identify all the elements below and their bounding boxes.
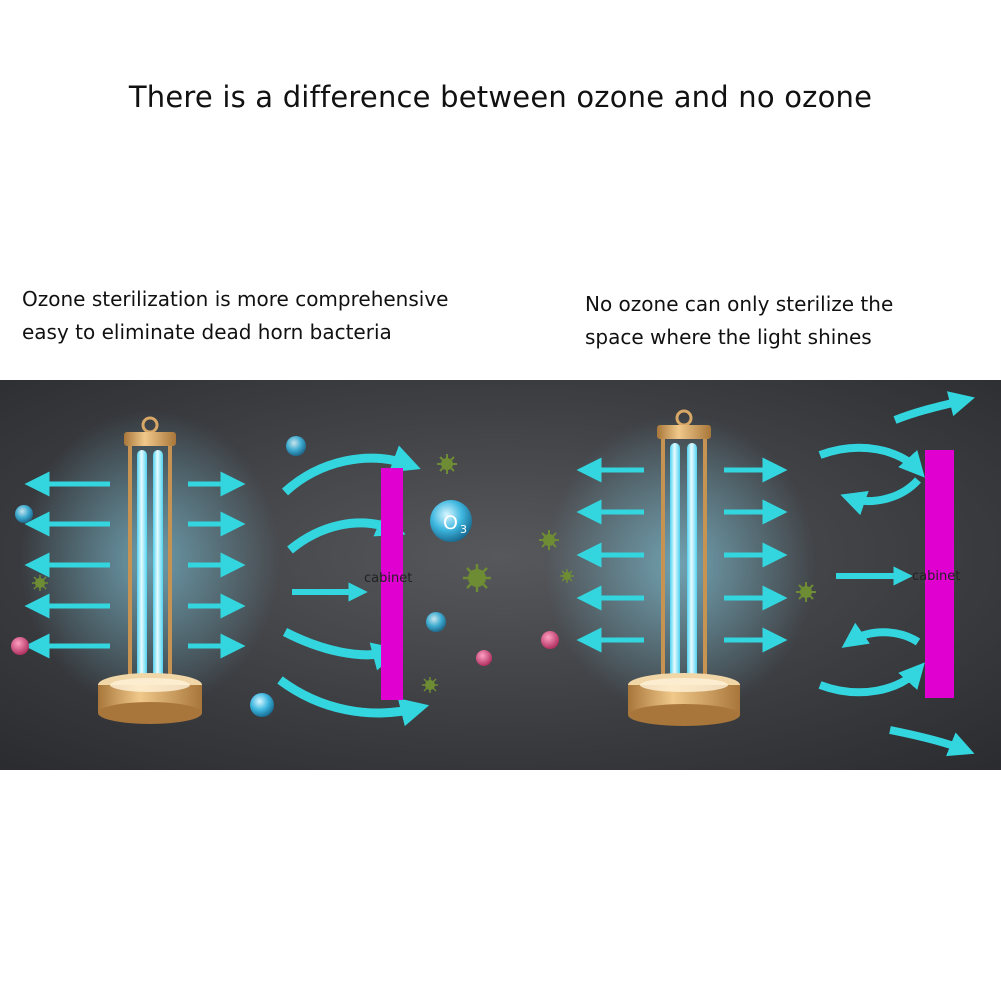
illustration: cabinet O 3 <box>0 380 1001 770</box>
left-ozone-flow-arrows <box>277 445 430 727</box>
left-caption-line-2: easy to eliminate dead horn bacteria <box>22 320 392 344</box>
pink-bacteria-icon <box>476 650 492 666</box>
headline: There is a difference between ozone and … <box>128 80 873 114</box>
ozone-molecule <box>286 436 306 456</box>
ozone-molecule <box>15 505 33 523</box>
left-lamp-glow <box>20 410 280 710</box>
left-cabinet <box>381 468 403 700</box>
right-cabinet <box>925 450 954 698</box>
right-cabinet-label: cabinet <box>912 569 960 584</box>
ozone-symbol: O <box>443 512 458 534</box>
right-bacteria <box>539 530 816 649</box>
pink-bacteria-icon <box>541 631 559 649</box>
green-bacteria-icon <box>463 564 491 592</box>
ozone-subscript: 3 <box>460 523 467 536</box>
illustration-canvas: cabinet O 3 <box>0 380 1001 770</box>
ozone-molecule <box>250 693 274 717</box>
right-light-arrows-left <box>576 457 644 653</box>
green-bacteria-icon <box>560 569 574 583</box>
green-bacteria-icon <box>796 582 816 602</box>
left-light-arrows-left <box>24 471 110 659</box>
left-uv-lamp <box>98 416 202 724</box>
pink-bacteria-icon <box>11 637 29 655</box>
right-caption: No ozone can only sterilize the space wh… <box>585 288 995 354</box>
left-bacteria <box>11 454 492 693</box>
left-caption: Ozone sterilization is more comprehensiv… <box>22 283 542 349</box>
ozone-molecule-large: O 3 <box>430 500 472 542</box>
left-cabinet-label: cabinet <box>364 571 412 586</box>
green-bacteria-icon <box>422 677 438 693</box>
ozone-molecule <box>426 612 446 632</box>
green-bacteria-icon <box>32 575 48 591</box>
right-light-arrows-right <box>724 457 788 653</box>
right-caption-line-2: space where the light shines <box>585 325 872 349</box>
green-bacteria-icon <box>539 530 559 550</box>
left-ozone-molecules: O 3 <box>15 436 472 717</box>
left-caption-line-1: Ozone sterilization is more comprehensiv… <box>22 287 449 311</box>
green-bacteria-icon <box>437 454 457 474</box>
right-caption-line-1: No ozone can only sterilize the <box>585 292 894 316</box>
right-uv-lamp <box>628 409 740 726</box>
right-bounce-arrows <box>818 391 975 757</box>
left-light-arrows-right <box>188 471 246 659</box>
